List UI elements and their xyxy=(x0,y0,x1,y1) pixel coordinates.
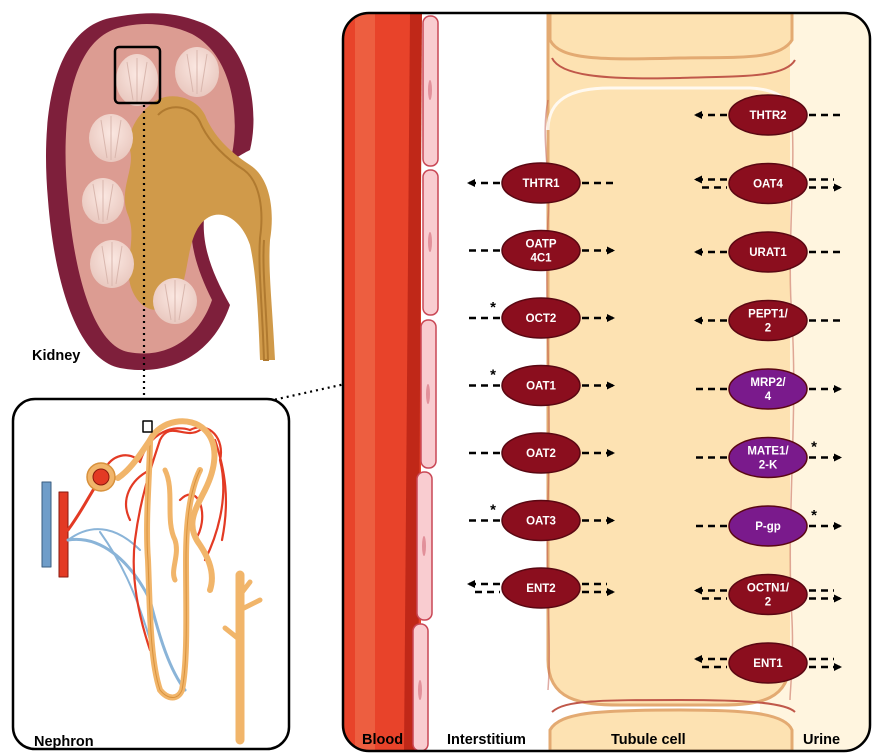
asterisk-mark: * xyxy=(490,299,496,316)
blood-label: Blood xyxy=(362,732,403,748)
kidney-label: Kidney xyxy=(32,348,80,364)
transporter-name: OCT2 xyxy=(526,313,557,325)
transporter-name: ENT2 xyxy=(526,583,555,595)
transporter-name: OAT1 xyxy=(526,381,556,393)
transporter-oval xyxy=(502,231,580,271)
interstitium-label: Interstitium xyxy=(447,732,526,748)
tubule-cell-label: Tubule cell xyxy=(611,732,686,748)
asterisk-mark: * xyxy=(490,502,496,519)
transporter-oval xyxy=(729,575,807,615)
nephron-label: Nephron xyxy=(34,734,94,750)
transporter-oval xyxy=(729,438,807,478)
transporter-name: THTR2 xyxy=(749,110,786,122)
urine-label: Urine xyxy=(803,732,840,748)
transporter-oval xyxy=(729,301,807,341)
asterisk-mark: * xyxy=(811,507,817,524)
transporter-name: P-gp xyxy=(755,521,781,533)
asterisk-mark: * xyxy=(490,367,496,384)
asterisk-mark: * xyxy=(811,439,817,456)
transporter-name: THTR1 xyxy=(522,178,560,190)
transporter-name: OAT4 xyxy=(753,179,783,191)
transporter-oval xyxy=(729,369,807,409)
transporter-name: OAT2 xyxy=(526,448,556,460)
transporter-name: ENT1 xyxy=(753,658,783,670)
kidney-illustration xyxy=(46,13,275,370)
transporter-name: OAT3 xyxy=(526,516,556,528)
transporter-name: URAT1 xyxy=(749,247,787,259)
